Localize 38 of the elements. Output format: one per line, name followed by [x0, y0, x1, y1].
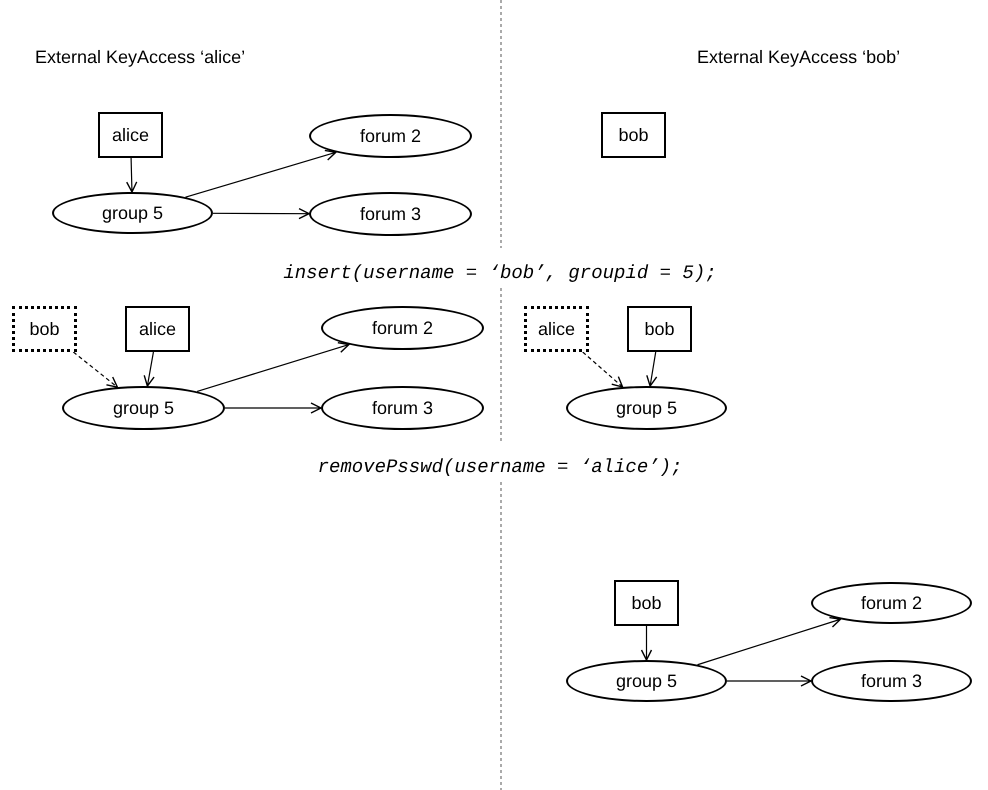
- arrow: [185, 150, 337, 198]
- node-label: forum 3: [860, 670, 922, 692]
- node-label: group 5: [112, 396, 174, 420]
- arrow: [126, 158, 138, 193]
- node-label: alice: [112, 124, 150, 146]
- arrow: [144, 352, 155, 387]
- node-label: forum 2: [360, 124, 422, 148]
- node-label: alice: [538, 318, 576, 340]
- node-label: alice: [138, 318, 176, 340]
- arrow: [727, 675, 812, 687]
- dotted-box-node: [12, 306, 77, 352]
- arrow: [640, 626, 652, 661]
- node-label: forum 2: [372, 316, 434, 340]
- node-label: bob: [618, 124, 649, 146]
- box-node: [601, 112, 666, 158]
- box-node: [125, 306, 190, 352]
- arrow: [196, 342, 350, 392]
- arrow: [646, 352, 658, 387]
- box-node: [98, 112, 163, 158]
- node-label: forum 3: [372, 396, 434, 420]
- arrow: [582, 352, 624, 388]
- node-label: bob: [631, 592, 662, 614]
- arrow: [697, 616, 842, 666]
- box-node: [627, 306, 692, 352]
- section-heading: External KeyAccess ‘bob’: [697, 46, 900, 69]
- node-label: bob: [29, 318, 60, 340]
- node-label: group 5: [616, 396, 678, 420]
- arrow: [212, 208, 310, 220]
- arrow: [72, 352, 118, 388]
- node-label: bob: [644, 318, 675, 340]
- dotted-box-node: [524, 306, 589, 352]
- node-label: group 5: [102, 202, 164, 225]
- section-heading: External KeyAccess ‘alice’: [35, 46, 246, 69]
- arrow: [225, 402, 322, 414]
- node-label: forum 3: [360, 202, 422, 226]
- box-node: [614, 580, 679, 626]
- node-label: group 5: [616, 670, 678, 693]
- node-label: forum 2: [860, 592, 922, 614]
